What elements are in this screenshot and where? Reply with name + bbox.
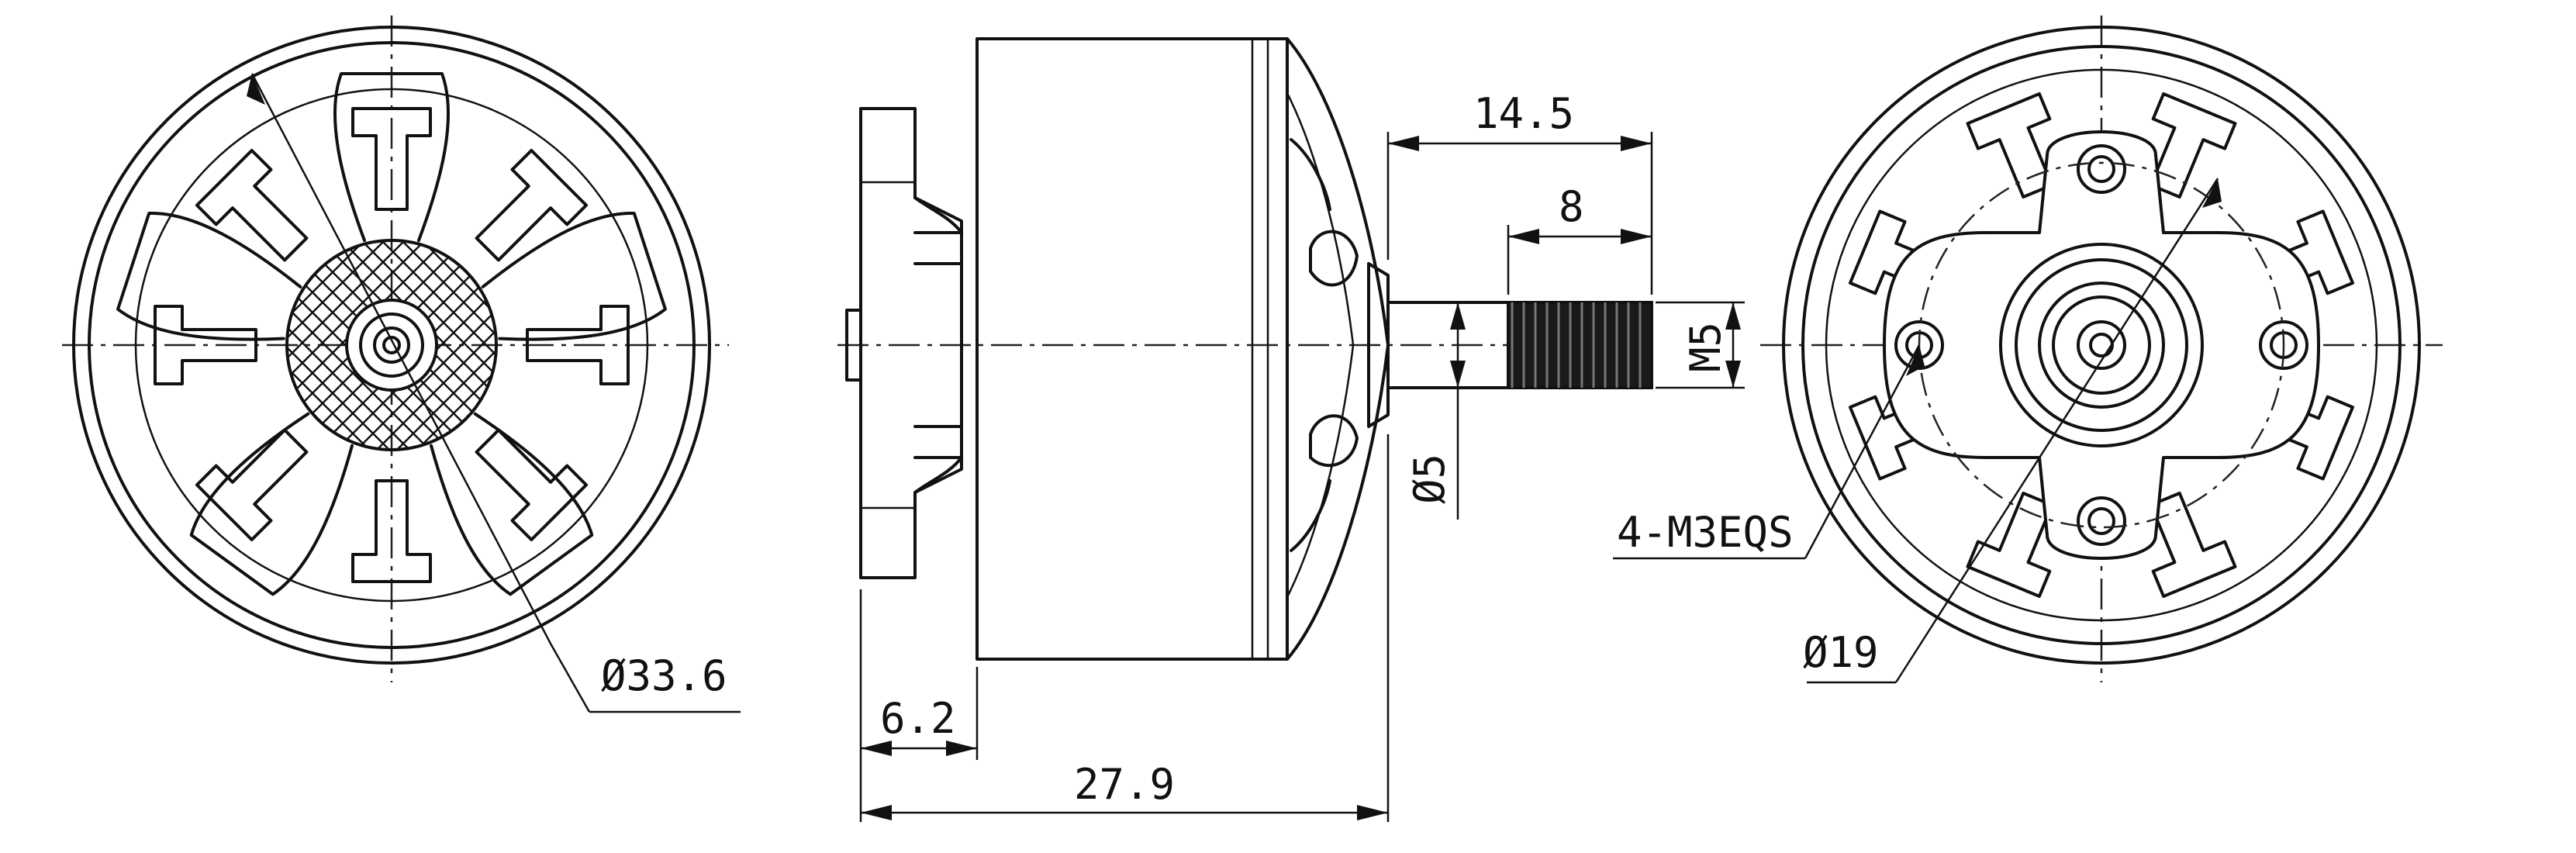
outer-diameter-label: Ø33.6 xyxy=(601,651,727,700)
bolt-circle-label: Ø19 xyxy=(1803,628,1879,677)
bell-spokes xyxy=(116,72,667,596)
front-view: Ø33.6 xyxy=(62,16,741,713)
shaft-diameter-label: Ø5 xyxy=(1405,454,1454,504)
thread-size-label: M5 xyxy=(1681,322,1730,372)
threaded-shaft xyxy=(1507,301,1653,389)
stator-windows xyxy=(154,107,630,583)
overall-length-label: 27.9 xyxy=(1074,760,1175,809)
base-length-label: 6.2 xyxy=(880,694,956,743)
shaft-length-label: 14.5 xyxy=(1473,89,1574,138)
thread-length-label: 8 xyxy=(1559,182,1584,231)
mounting-holes-label: 4-M3EQS xyxy=(1617,508,1794,557)
rear-view: 4-M3EQS Ø19 xyxy=(1613,16,2443,684)
side-view: 14.5 8 M5 Ø5 6.2 27.9 xyxy=(837,37,1745,822)
